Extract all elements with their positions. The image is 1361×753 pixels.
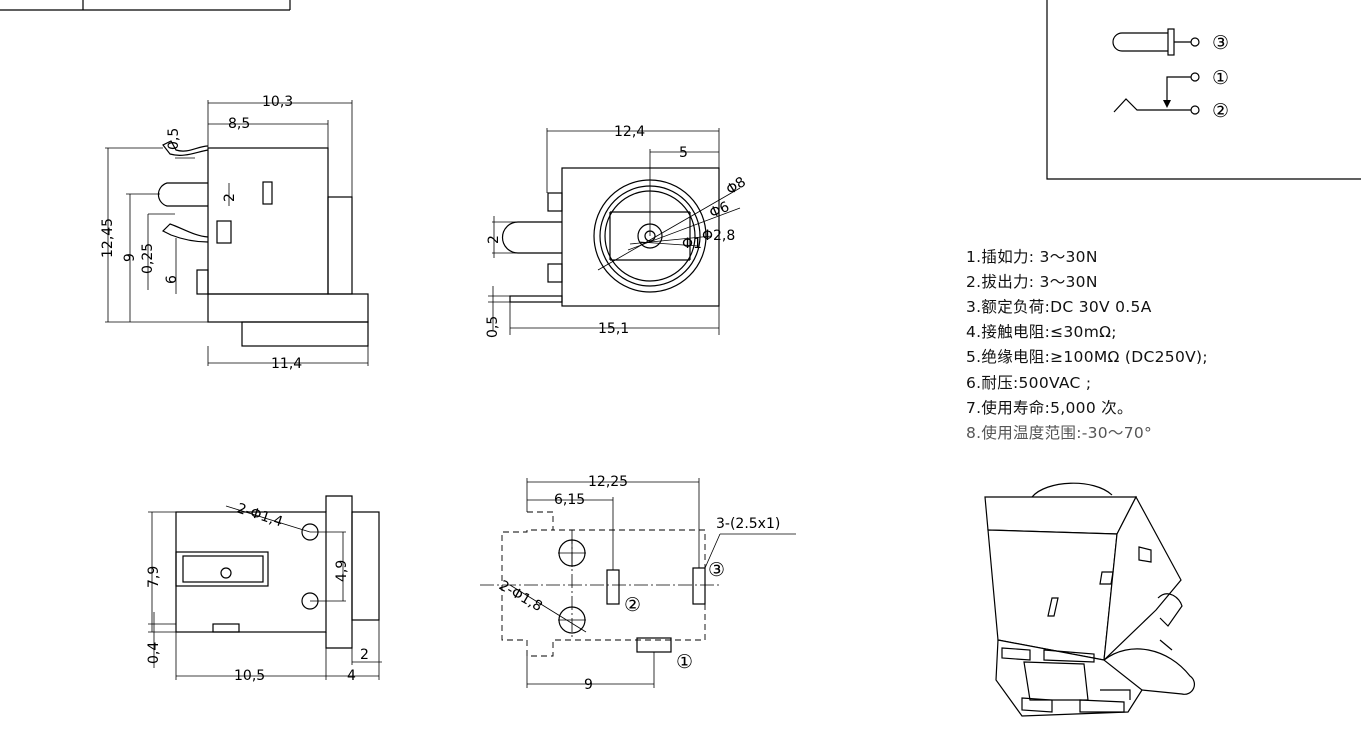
front-view (488, 128, 741, 335)
schematic (1046, 0, 1361, 180)
dim-6-15: 6,15 (554, 492, 585, 508)
spec-service-life: 7.使用寿命:5,000 次。 (966, 399, 1133, 417)
dim-bottom-2: 2 (360, 647, 369, 663)
dim-phi1: Φ1 (682, 236, 702, 252)
dim-7-9: 7,9 (146, 566, 162, 588)
pcb-pin2: ② (624, 594, 641, 616)
dim-6: 6 (164, 275, 180, 284)
dim-12-4: 12,4 (614, 124, 645, 140)
pcb-pin1: ① (676, 651, 693, 673)
dim-8-5: 8,5 (228, 116, 250, 132)
dim-4-9: 4,9 (334, 560, 350, 582)
spec-withdrawal-force: 2.拔出力: 3～30N (966, 273, 1098, 291)
dim-0-4: 0,4 (146, 642, 162, 664)
dim-10-5: 10,5 (234, 668, 265, 684)
dim-phi8: Φ8 (723, 174, 748, 198)
schematic-pin2: ② (1212, 100, 1229, 122)
dim-15-1: 15,1 (598, 321, 629, 337)
spec-insulation-resistance: 5.绝缘电阻:≥100MΩ (DC250V); (966, 348, 1208, 366)
dim-0-5: 0,5 (166, 128, 182, 150)
pcb-layout (480, 478, 796, 688)
dim-12-45: 12,45 (100, 218, 116, 258)
dim-10-3: 10,3 (262, 94, 293, 110)
dim-bottom-4: 4 (347, 668, 356, 684)
bottom-view (148, 495, 382, 680)
dim-2: 2 (222, 193, 238, 202)
spec-insertion-force: 1.插如力: 3～30N (966, 248, 1098, 266)
dim-pcb-9: 9 (584, 677, 593, 693)
title-block-fragment (0, 0, 291, 11)
dim-phi2-8: Φ2,8 (702, 228, 735, 244)
spec-withstand-voltage: 6.耐压:500VAC ; (966, 374, 1092, 392)
isometric-view (984, 482, 1196, 717)
schematic-pin3: ③ (1212, 32, 1229, 54)
dim-0-25: 0,25 (140, 243, 156, 274)
dim-9: 9 (122, 253, 138, 262)
dim-2phi1-8: 2-Φ1,8 (496, 578, 545, 615)
dim-front-2: 2 (486, 235, 502, 244)
spec-rated-load: 3.额定负荷:DC 30V 0.5A (966, 298, 1152, 316)
pcb-pin3: ③ (708, 559, 725, 581)
dim-2phi1-4: 2-Φ1,4 (235, 501, 285, 531)
side-view (105, 100, 369, 366)
dim-3slot: 3-(2.5x1) (716, 516, 780, 532)
dim-12-25: 12,25 (588, 474, 628, 490)
spec-temperature-range: 8.使用温度范围:-30～70° (966, 424, 1153, 442)
spec-contact-resistance: 4.接触电阻:≤30mΩ; (966, 323, 1117, 341)
dim-phi6: Φ6 (707, 199, 732, 222)
schematic-pin1: ① (1212, 67, 1229, 89)
dim-11-4: 11,4 (271, 356, 302, 372)
dim-front-0-5: 0,5 (485, 316, 501, 338)
dim-5: 5 (679, 145, 688, 161)
